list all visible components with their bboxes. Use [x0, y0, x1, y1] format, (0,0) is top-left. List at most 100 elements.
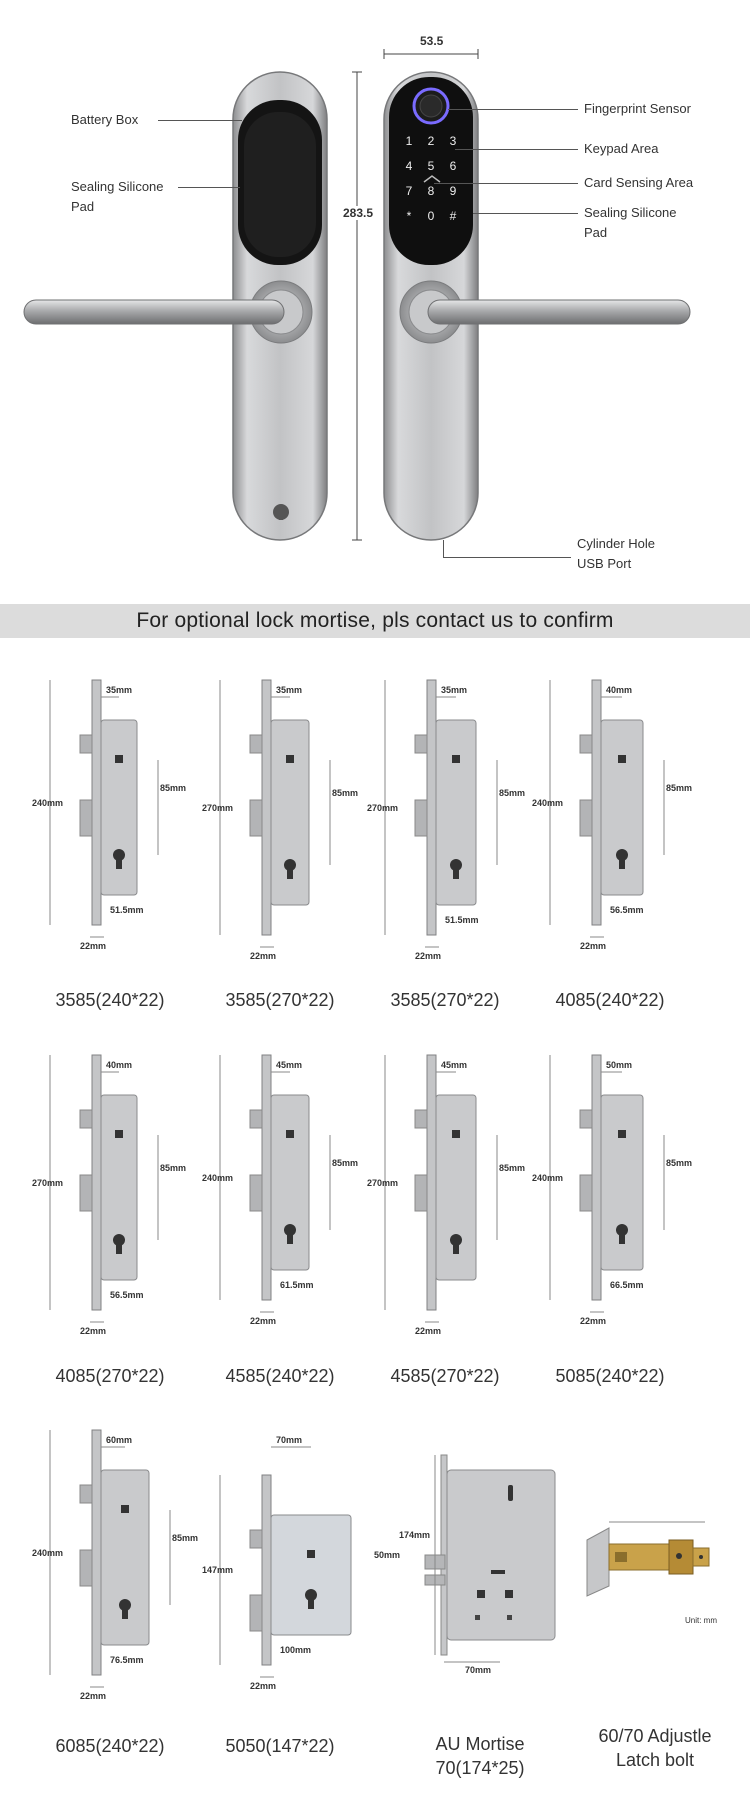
- au-mortise-illustration: [424, 1454, 556, 1663]
- product-diagram: 1 2 3 4 5 6 7 8 9 * 0 # 53.5 283.5 Batte…: [0, 0, 750, 600]
- mid-dim: 85mm: [332, 787, 359, 798]
- width-dim: 22mm: [580, 1316, 607, 1326]
- bottom-dim: 56.5mm: [110, 1290, 144, 1300]
- fingerprint-leader: [448, 109, 578, 110]
- cylinder-vleader: [443, 540, 444, 557]
- bottom-dim: 100mm: [280, 1645, 312, 1655]
- au-mortise-label-2: 70(174*25): [435, 1758, 525, 1778]
- height-dim: 270mm: [32, 1177, 64, 1188]
- height-dim: 270mm: [367, 802, 399, 813]
- top-dim: 35mm: [106, 685, 133, 695]
- mortise-illustration: [49, 1054, 159, 1323]
- notice-banner: For optional lock mortise, pls contact u…: [0, 604, 750, 638]
- key-0[interactable]: 0: [427, 209, 435, 223]
- key-hash[interactable]: #: [449, 209, 457, 223]
- usb-port-label: USB Port: [577, 556, 632, 571]
- battery-box-label: Battery Box: [71, 112, 139, 127]
- mortise-model-label: 4585(270*22): [390, 1366, 500, 1386]
- latch-unit-note: Unit: mm: [685, 1616, 717, 1625]
- bottom-dim: 51.5mm: [445, 915, 479, 925]
- height-dim: 240mm: [32, 797, 64, 808]
- latch-label-1: 60/70 Adjustle: [598, 1726, 712, 1746]
- mortise-model-label: 4585(240*22): [225, 1366, 335, 1386]
- key-3[interactable]: 3: [449, 134, 457, 148]
- mortise-illustration: [549, 1054, 665, 1313]
- mortise-illustration: [549, 679, 665, 938]
- mortise-illustration: [49, 679, 159, 938]
- keypad-grid: 1 2 3 4 5 6 7 8 9 * 0 #: [398, 134, 464, 234]
- key-9[interactable]: 9: [449, 184, 457, 198]
- top-dim: 40mm: [106, 1060, 133, 1070]
- au-mortise-label-1: AU Mortise: [435, 1734, 525, 1754]
- mortise-illustration: [219, 679, 331, 948]
- mortise-illustration: [219, 1054, 331, 1313]
- mortise-illustration: [384, 679, 498, 948]
- mortise-model-label: 6085(240*22): [55, 1736, 165, 1756]
- bottom-dim: 76.5mm: [110, 1655, 144, 1665]
- mid-dim: 85mm: [172, 1532, 199, 1543]
- key-7[interactable]: 7: [405, 184, 413, 198]
- height-dim: 270mm: [367, 1177, 399, 1188]
- width-dim: 22mm: [80, 1326, 107, 1336]
- latch-label-2: Latch bolt: [615, 1750, 695, 1770]
- height-dimension: 283.5: [342, 206, 375, 220]
- latch-bolt-illustration: [586, 1521, 710, 1597]
- sealing-right-leader: [473, 213, 578, 214]
- width-dim: 22mm: [250, 951, 277, 961]
- height-dim: 240mm: [202, 1172, 234, 1183]
- top-dim: 40mm: [606, 685, 633, 695]
- sealing-right-label-2: Pad: [584, 225, 608, 240]
- key-8[interactable]: 8: [427, 184, 435, 198]
- au-width-dim: 70mm: [465, 1665, 492, 1675]
- height-dim: 147mm: [202, 1565, 234, 1575]
- top-dim: 45mm: [276, 1060, 303, 1070]
- key-star[interactable]: *: [406, 209, 412, 223]
- cylinder-label-1: Cylinder Hole: [577, 536, 656, 551]
- mid-dim: 85mm: [499, 1162, 526, 1173]
- au-height-dim: 174mm: [399, 1530, 431, 1540]
- mortise-model-label: 3585(270*22): [225, 990, 335, 1010]
- keypad-leader: [455, 149, 578, 150]
- mid-dim: 85mm: [160, 782, 187, 793]
- sealing-pad-left-label-1: Sealing Silicone: [71, 179, 164, 194]
- width-dim: 22mm: [250, 1681, 277, 1691]
- right-lever: [427, 299, 691, 325]
- au-mortise-item: 174mm 70mm: [395, 1450, 565, 1690]
- sealing-left-leader: [178, 187, 240, 188]
- sealing-right-label-1: Sealing Silicone: [584, 205, 677, 220]
- key-4[interactable]: 4: [405, 159, 413, 173]
- top-dim: 35mm: [276, 685, 303, 695]
- mortise-model-label: 5085(240*22): [555, 1366, 665, 1386]
- width-dimension: 53.5: [420, 34, 444, 48]
- height-dim: 240mm: [532, 797, 564, 808]
- top-dim: 50mm: [606, 1060, 633, 1070]
- key-6[interactable]: 6: [449, 159, 457, 173]
- key-5[interactable]: 5: [427, 159, 435, 173]
- top-dim: 70mm: [276, 1435, 303, 1445]
- width-dim: 22mm: [415, 1326, 442, 1336]
- mortise-model-label: 5050(147*22): [225, 1736, 335, 1756]
- bottom-dim: 56.5mm: [610, 905, 644, 915]
- top-dim: 35mm: [441, 685, 468, 695]
- mid-dim: 85mm: [666, 1157, 693, 1168]
- key-2[interactable]: 2: [427, 134, 435, 148]
- width-dim: 22mm: [250, 1316, 277, 1326]
- width-dim: 22mm: [415, 951, 442, 961]
- mortise-model-label: 3585(240*22): [55, 990, 165, 1010]
- key-1[interactable]: 1: [405, 134, 413, 148]
- width-dim: 22mm: [80, 941, 107, 951]
- height-dim: 240mm: [532, 1172, 564, 1183]
- width-dim: 22mm: [80, 1691, 107, 1701]
- banner-text: For optional lock mortise, pls contact u…: [136, 609, 614, 632]
- bottom-dim: 51.5mm: [110, 905, 144, 915]
- mid-dim: 85mm: [499, 787, 526, 798]
- mortise-item: 270mm 35mm 85mm 51.5mm 22mm: [365, 675, 535, 975]
- lock-illustration: [23, 49, 691, 541]
- keypad-panel: [389, 77, 473, 265]
